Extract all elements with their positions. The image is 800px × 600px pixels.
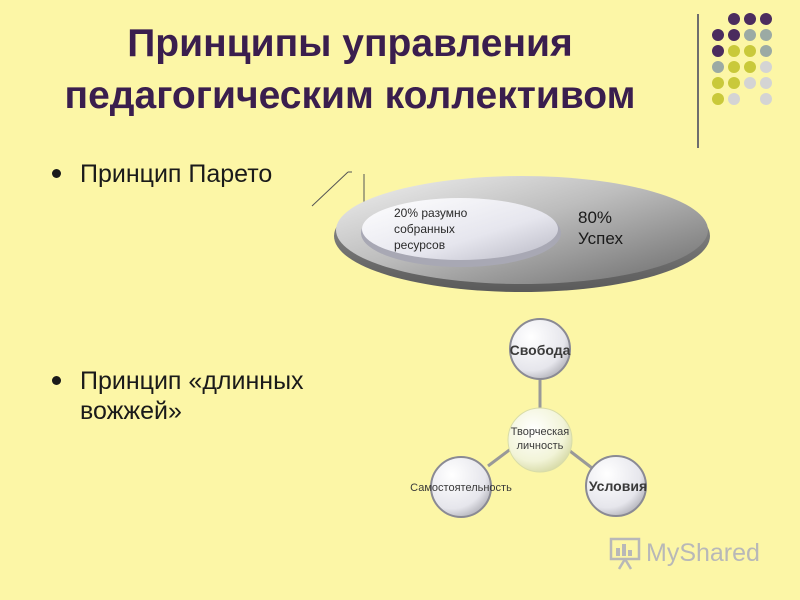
cycle-node-center <box>507 407 573 473</box>
decorative-dot <box>744 29 756 41</box>
decorative-dot <box>728 93 740 105</box>
decorative-dot <box>744 61 756 73</box>
decorative-dot <box>712 93 724 105</box>
pareto-leader-line <box>311 171 349 207</box>
decorative-dot <box>728 77 740 89</box>
cycle-node-left <box>430 456 492 518</box>
decorative-dot <box>760 77 772 89</box>
pareto-inner-label: 20% разумно собранных ресурсов <box>394 206 468 252</box>
pareto-outer-label: 80% Успех <box>578 207 658 249</box>
decorative-dot <box>712 45 724 57</box>
cycle-label-independence: Самостоятельность <box>410 482 512 494</box>
bullet-text: Принцип «длинных вожжей» <box>80 367 304 425</box>
pareto-diagram <box>311 171 710 292</box>
bullet-pareto: Принцип Парето <box>52 159 352 189</box>
bullet-dot-icon <box>52 376 61 385</box>
cycle-node-top <box>509 318 571 380</box>
decorative-dot <box>760 45 772 57</box>
pareto-success: Успех <box>578 229 623 248</box>
pareto-percent: 80% <box>578 208 613 227</box>
decorative-dot <box>728 13 740 25</box>
watermark-text: MyShared <box>646 539 760 567</box>
decorative-dot <box>760 29 772 41</box>
bullet-dot-icon <box>52 169 61 178</box>
cycle-node-right <box>585 455 647 517</box>
decorative-dot <box>728 45 740 57</box>
cycle-diagram <box>430 318 647 518</box>
cycle-label-conditions: Условия <box>588 478 648 494</box>
cycle-connector <box>487 446 513 468</box>
title-line-1: Принципы управления <box>127 22 573 65</box>
cycle-label-creative-personality: Творческая личность <box>510 426 570 452</box>
decorative-dot <box>760 13 772 25</box>
bullet-text: Принцип Парето <box>80 160 273 188</box>
decorative-dot <box>712 61 724 73</box>
decorative-dot <box>744 77 756 89</box>
title-line-2: педагогическим коллективом <box>64 74 636 117</box>
decorative-dot <box>728 61 740 73</box>
slide-title: Принципы управления педагогическим колле… <box>30 18 670 122</box>
decorative-dot <box>728 29 740 41</box>
decorative-dot <box>760 93 772 105</box>
bullet-long-reins: Принцип «длинных вожжей» <box>52 366 352 426</box>
watermark: MyShared <box>608 535 788 575</box>
decorative-dot <box>744 13 756 25</box>
decorative-dot <box>712 29 724 41</box>
decorative-dot <box>712 77 724 89</box>
cycle-label-freedom: Свобода <box>509 342 571 358</box>
pareto-inner-ellipse <box>362 198 558 260</box>
title-divider <box>697 14 699 148</box>
presentation-board-icon <box>609 537 641 570</box>
decorative-dot <box>760 61 772 73</box>
decorative-dot <box>744 45 756 57</box>
